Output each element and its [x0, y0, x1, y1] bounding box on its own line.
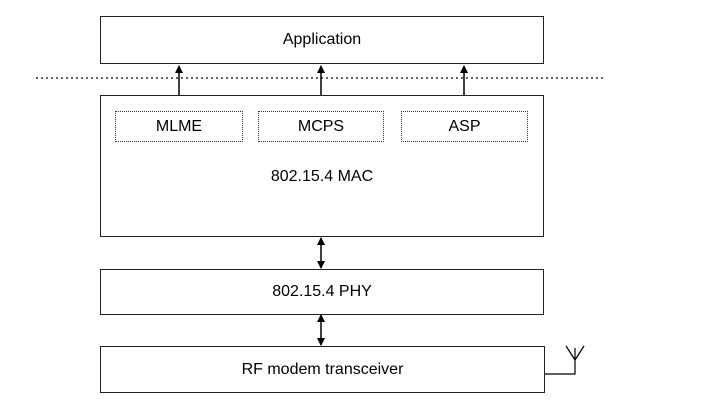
mlme-label: MLME — [155, 117, 203, 135]
mcps-label: MCPS — [297, 117, 345, 135]
mcps-service-box: MCPS — [258, 111, 384, 142]
mac-layer-label: 802.15.4 MAC — [270, 168, 374, 185]
rf-modem-box: RF modem transceiver — [100, 346, 545, 393]
asp-label: ASP — [448, 117, 481, 135]
rf-modem-label: RF modem transceiver — [241, 360, 404, 378]
application-layer-box: Application — [100, 16, 544, 64]
phy-label: 802.15.4 PHY — [272, 283, 372, 300]
application-label: Application — [282, 31, 362, 48]
asp-service-box: ASP — [401, 111, 528, 142]
phy-layer-box: 802.15.4 PHY — [100, 269, 544, 315]
mlme-service-box: MLME — [115, 111, 243, 142]
antenna-icon — [545, 345, 585, 375]
